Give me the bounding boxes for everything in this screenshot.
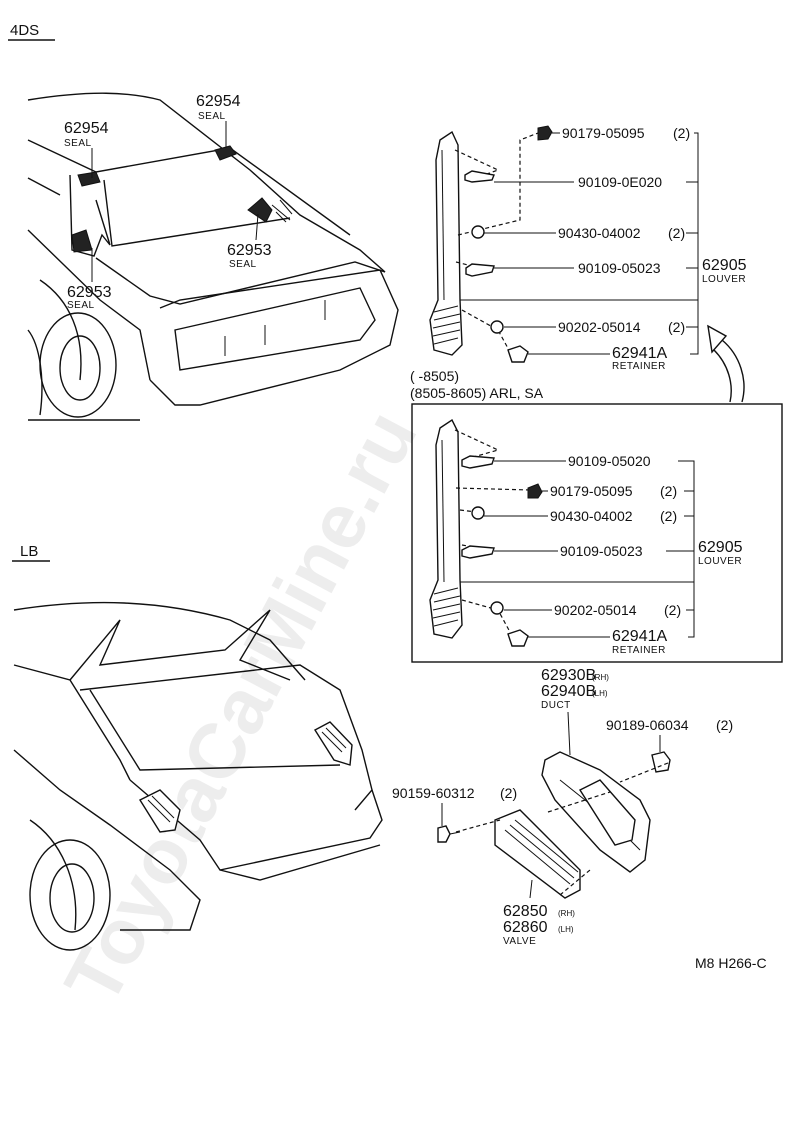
seal-62954-shape-left bbox=[77, 171, 101, 187]
callout-seal-62953-left-part: 62953 bbox=[67, 284, 112, 301]
upper-assembly-part: 62905 bbox=[702, 257, 747, 274]
upper-retainer-part: 62941A bbox=[612, 345, 667, 362]
lower-retainer-part: 62941A bbox=[612, 628, 667, 645]
screw-qty: (2) bbox=[500, 785, 517, 801]
upper-louver-leaders bbox=[460, 132, 699, 355]
leader-valve bbox=[529, 879, 533, 899]
seal-62954-shape-right bbox=[214, 145, 237, 161]
callout-seal-62954-right-label: SEAL bbox=[198, 111, 226, 122]
upper-part-2-qty: (2) bbox=[668, 225, 685, 241]
variant-box bbox=[411, 403, 783, 663]
valve-rh: (RH) bbox=[558, 909, 575, 918]
pointer-arrow bbox=[721, 339, 745, 403]
duct-rh: (RH) bbox=[592, 673, 609, 682]
lower-part-2-qty: (2) bbox=[660, 508, 677, 524]
callout-seal-62953-left-label: SEAL bbox=[67, 300, 95, 311]
upper-louver-drawing bbox=[429, 125, 553, 363]
duct-label: DUCT bbox=[541, 700, 571, 711]
valve-lh: (LH) bbox=[558, 925, 574, 934]
leader-seal-62953-right bbox=[255, 213, 259, 241]
duct-part-rh: 62930B bbox=[541, 667, 596, 684]
callout-seal-62954-right-part: 62954 bbox=[196, 93, 241, 110]
pointer-arrow-head bbox=[707, 324, 728, 354]
upper-part-2: 90430-04002 bbox=[558, 225, 641, 241]
upper-part-1: 90109-0E020 bbox=[578, 174, 662, 190]
lower-assembly-part: 62905 bbox=[698, 539, 743, 556]
callout-seal-62954-left-label: SEAL bbox=[64, 138, 92, 149]
duct-valve-drawing bbox=[437, 751, 671, 899]
lower-louver-leaders bbox=[460, 460, 695, 638]
upper-part-4-qty: (2) bbox=[668, 319, 685, 335]
upper-part-3: 90109-05023 bbox=[578, 260, 661, 276]
upper-part-4: 90202-05014 bbox=[558, 319, 641, 335]
callout-seal-62954-left-part: 62954 bbox=[64, 120, 109, 137]
section-label-lb: LB bbox=[20, 543, 38, 560]
lower-assembly-label: LOUVER bbox=[698, 556, 742, 567]
lower-retainer-label: RETAINER bbox=[612, 645, 666, 656]
upper-part-0-qty: (2) bbox=[673, 125, 690, 141]
lower-louver-drawing bbox=[429, 418, 543, 647]
seal-62953-shape-left bbox=[71, 229, 93, 253]
duct-clip-part: 90189-06034 bbox=[606, 717, 689, 733]
screw-part: 90159-60312 bbox=[392, 785, 475, 801]
seal-62953-shape-right bbox=[247, 197, 273, 223]
lower-part-3: 90109-05023 bbox=[560, 543, 643, 559]
watermark: ToyotaCarMine.ru bbox=[47, 396, 433, 1018]
valve-part-rh: 62850 bbox=[503, 903, 548, 920]
upper-assembly-label: LOUVER bbox=[702, 274, 746, 285]
liftback-rear-view bbox=[13, 601, 383, 951]
sedan-rear-view bbox=[27, 92, 399, 421]
section-label-4ds: 4DS bbox=[10, 22, 39, 39]
lower-part-4-qty: (2) bbox=[664, 602, 681, 618]
upper-part-0: 90179-05095 bbox=[562, 125, 645, 141]
leader-duct bbox=[567, 711, 571, 756]
lower-part-1: 90179-05095 bbox=[550, 483, 633, 499]
figure-code: M8 H266-C bbox=[695, 955, 767, 971]
lower-part-2: 90430-04002 bbox=[550, 508, 633, 524]
applicability-line-1: ( -8505) bbox=[410, 368, 459, 384]
callout-seal-62953-right-part: 62953 bbox=[227, 242, 272, 259]
duct-part-lh: 62940B bbox=[541, 683, 596, 700]
duct-clip-qty: (2) bbox=[716, 717, 733, 733]
lower-part-1-qty: (2) bbox=[660, 483, 677, 499]
lower-part-4: 90202-05014 bbox=[554, 602, 637, 618]
valve-label: VALVE bbox=[503, 936, 536, 947]
valve-part-lh: 62860 bbox=[503, 919, 548, 936]
lower-part-0: 90109-05020 bbox=[568, 453, 651, 469]
applicability-line-2: (8505-8605) ARL, SA bbox=[410, 385, 544, 401]
callout-seal-62953-right-label: SEAL bbox=[229, 259, 257, 270]
duct-lh: (LH) bbox=[592, 689, 608, 698]
upper-retainer-label: RETAINER bbox=[612, 361, 666, 372]
